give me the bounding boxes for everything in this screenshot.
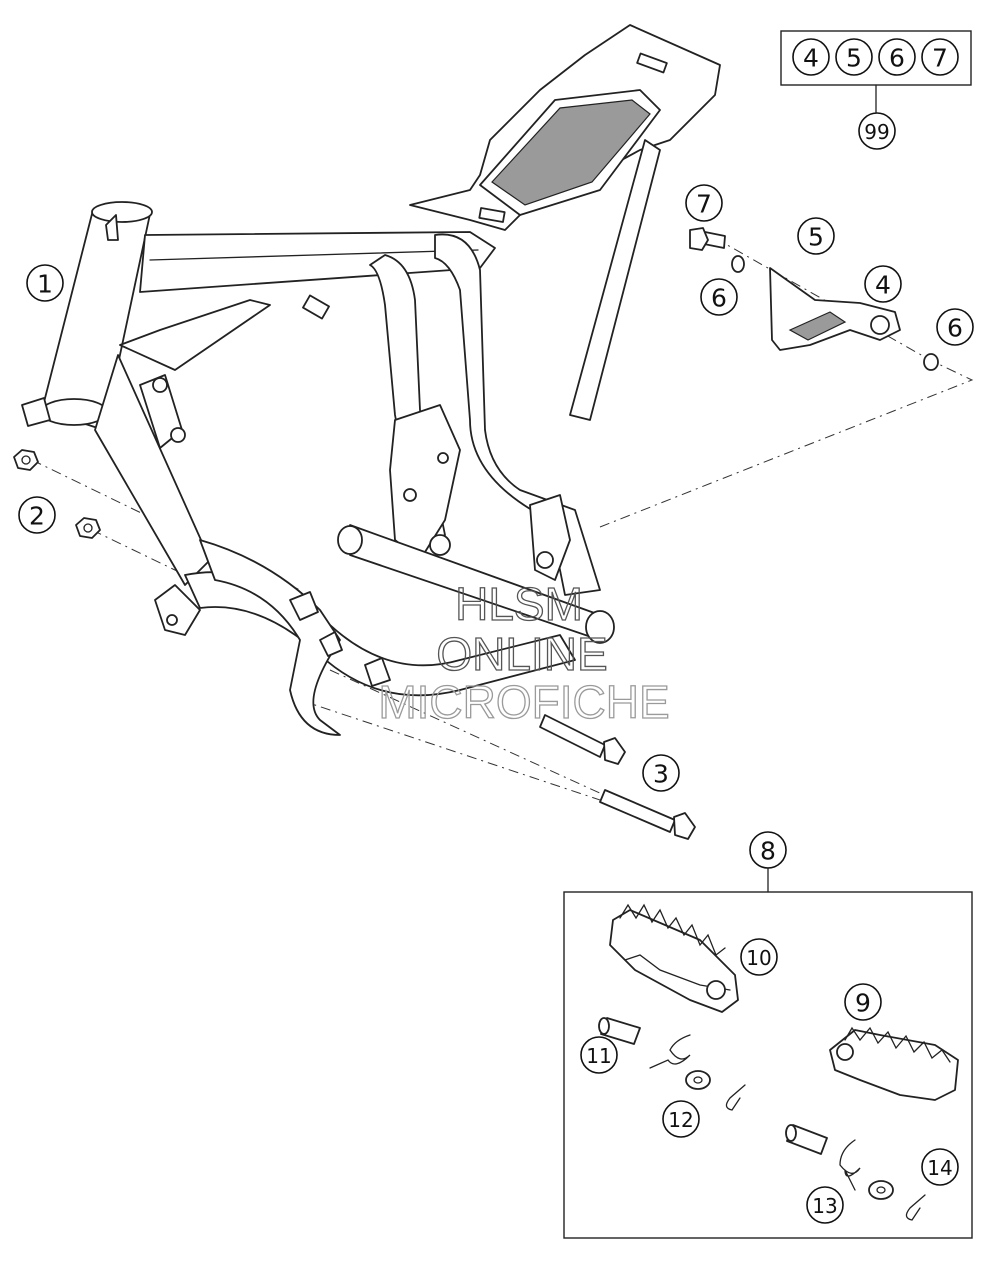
callout-2-label: 2 (29, 502, 45, 531)
callout-5-label: 5 (808, 223, 824, 252)
callout-14: 14 (921, 1148, 959, 1186)
washer-right (868, 1180, 894, 1200)
spring-left (649, 1034, 691, 1069)
callout-14-label: 14 (927, 1156, 952, 1180)
callout-3: 3 (642, 754, 680, 792)
kit-member-7-label: 7 (932, 44, 948, 73)
kit-number-99: 99 (858, 112, 896, 150)
bolts (539, 714, 696, 840)
steering-lug (21, 397, 51, 427)
nut-1 (13, 449, 39, 471)
footpeg-kit (563, 868, 973, 1239)
stand-washer-1 (731, 255, 745, 273)
kit-member-4-label: 4 (803, 44, 819, 73)
watermark: HLSM ONLINE MICROFICHE (378, 577, 671, 728)
callout-11-label: 11 (586, 1044, 611, 1068)
nuts (13, 449, 101, 539)
kit-member-7: 7 (921, 38, 959, 76)
callout-10-label: 10 (746, 946, 771, 970)
bolt-1-head (603, 737, 626, 765)
callout-6-right-label: 6 (947, 314, 963, 343)
bolt-1-shank (539, 714, 606, 758)
callout-9: 9 (844, 983, 882, 1021)
cotter-pin-left (725, 1084, 746, 1111)
callout-8: 8 (749, 831, 787, 869)
bolt-2-head (673, 812, 696, 840)
lower-cradle-tube-2 (199, 539, 341, 736)
washer-left (685, 1070, 711, 1090)
kit-member-5-label: 5 (846, 44, 862, 73)
callout-7: 7 (685, 184, 723, 222)
nut-2 (75, 517, 101, 539)
callout-9-label: 9 (855, 989, 871, 1018)
callout-1: 1 (26, 264, 64, 302)
callout-2: 2 (18, 496, 56, 534)
subframe-slot-2 (478, 207, 506, 223)
bolt-2-shank (599, 789, 676, 833)
callout-5: 5 (797, 217, 835, 255)
kit-member-6-label: 6 (889, 44, 905, 73)
callout-7-label: 7 (696, 190, 712, 219)
callout-12: 12 (662, 1100, 700, 1138)
callout-13: 13 (806, 1186, 844, 1224)
subframe-slot (636, 52, 668, 74)
callouts: 1 2 3 7 6 5 4 6 (18, 184, 974, 1224)
top-tube (139, 231, 496, 293)
cotter-pin-right (905, 1194, 926, 1221)
callout-12-label: 12 (668, 1108, 693, 1132)
steering-head-top (91, 201, 153, 223)
stand-bolt-head (689, 227, 709, 251)
kit-member-5: 5 (835, 38, 873, 76)
callout-13-label: 13 (812, 1194, 837, 1218)
callout-6-right: 6 (936, 308, 974, 346)
watermark-line-2: ONLINE (436, 628, 607, 680)
callout-4: 4 (864, 265, 902, 303)
callout-3-label: 3 (653, 760, 669, 789)
stand-washer-2 (923, 353, 939, 371)
callout-6-left-label: 6 (711, 284, 727, 313)
frame (21, 24, 721, 736)
watermark-line-1: HLSM (455, 578, 583, 630)
callout-1-label: 1 (37, 270, 53, 299)
kit-member-4: 4 (792, 38, 830, 76)
kit-member-6: 6 (878, 38, 916, 76)
front-mount-tab (154, 584, 201, 636)
airbox-opening-shade (491, 99, 651, 206)
callout-10: 10 (740, 938, 778, 976)
callout-8-label: 8 (760, 837, 776, 866)
callout-6-left: 6 (700, 278, 738, 316)
kit-box: 4 5 6 7 99 (780, 30, 972, 150)
spring-right (839, 1139, 861, 1191)
swingarm-pivot-plate (389, 404, 461, 561)
callout-4-label: 4 (875, 271, 891, 300)
side-stand-parts (689, 227, 939, 371)
footpeg-right (829, 1029, 959, 1101)
rear-rail (569, 139, 661, 421)
frame-stud (105, 214, 119, 241)
front-gusset (119, 299, 271, 371)
frame-bolt-stub (302, 294, 330, 320)
kit-number-label: 99 (864, 120, 889, 144)
watermark-line-3: MICROFICHE (378, 676, 669, 728)
callout-11: 11 (580, 1036, 618, 1074)
